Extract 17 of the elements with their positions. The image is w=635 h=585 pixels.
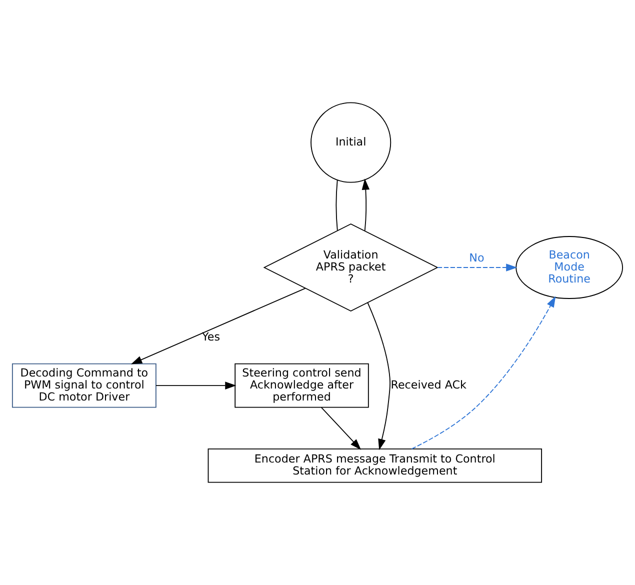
node-box: Encoder APRS message Transmit to Control Station for Acknowledgement [208,448,542,483]
node-box: Decoding Command to PWM signal to control DC motor Driver [12,363,156,408]
arrow [320,406,362,450]
node-ellipse: Beacon Mode Routine [516,236,624,299]
edge-label: No [469,252,484,265]
arrow [411,296,556,450]
edge-label: Received ACk [390,378,466,392]
edge-label: Yes [202,330,220,344]
arrow [437,264,518,272]
arrow [156,382,236,390]
node-box: Steering control send Acknowledge after performed [234,363,369,408]
node-diamond: Validation APRS packet ? [263,223,438,312]
connector [336,180,338,231]
arrow [367,302,390,450]
arrow [362,178,370,232]
arrow [130,288,306,364]
node-circle: Initial [310,102,392,183]
